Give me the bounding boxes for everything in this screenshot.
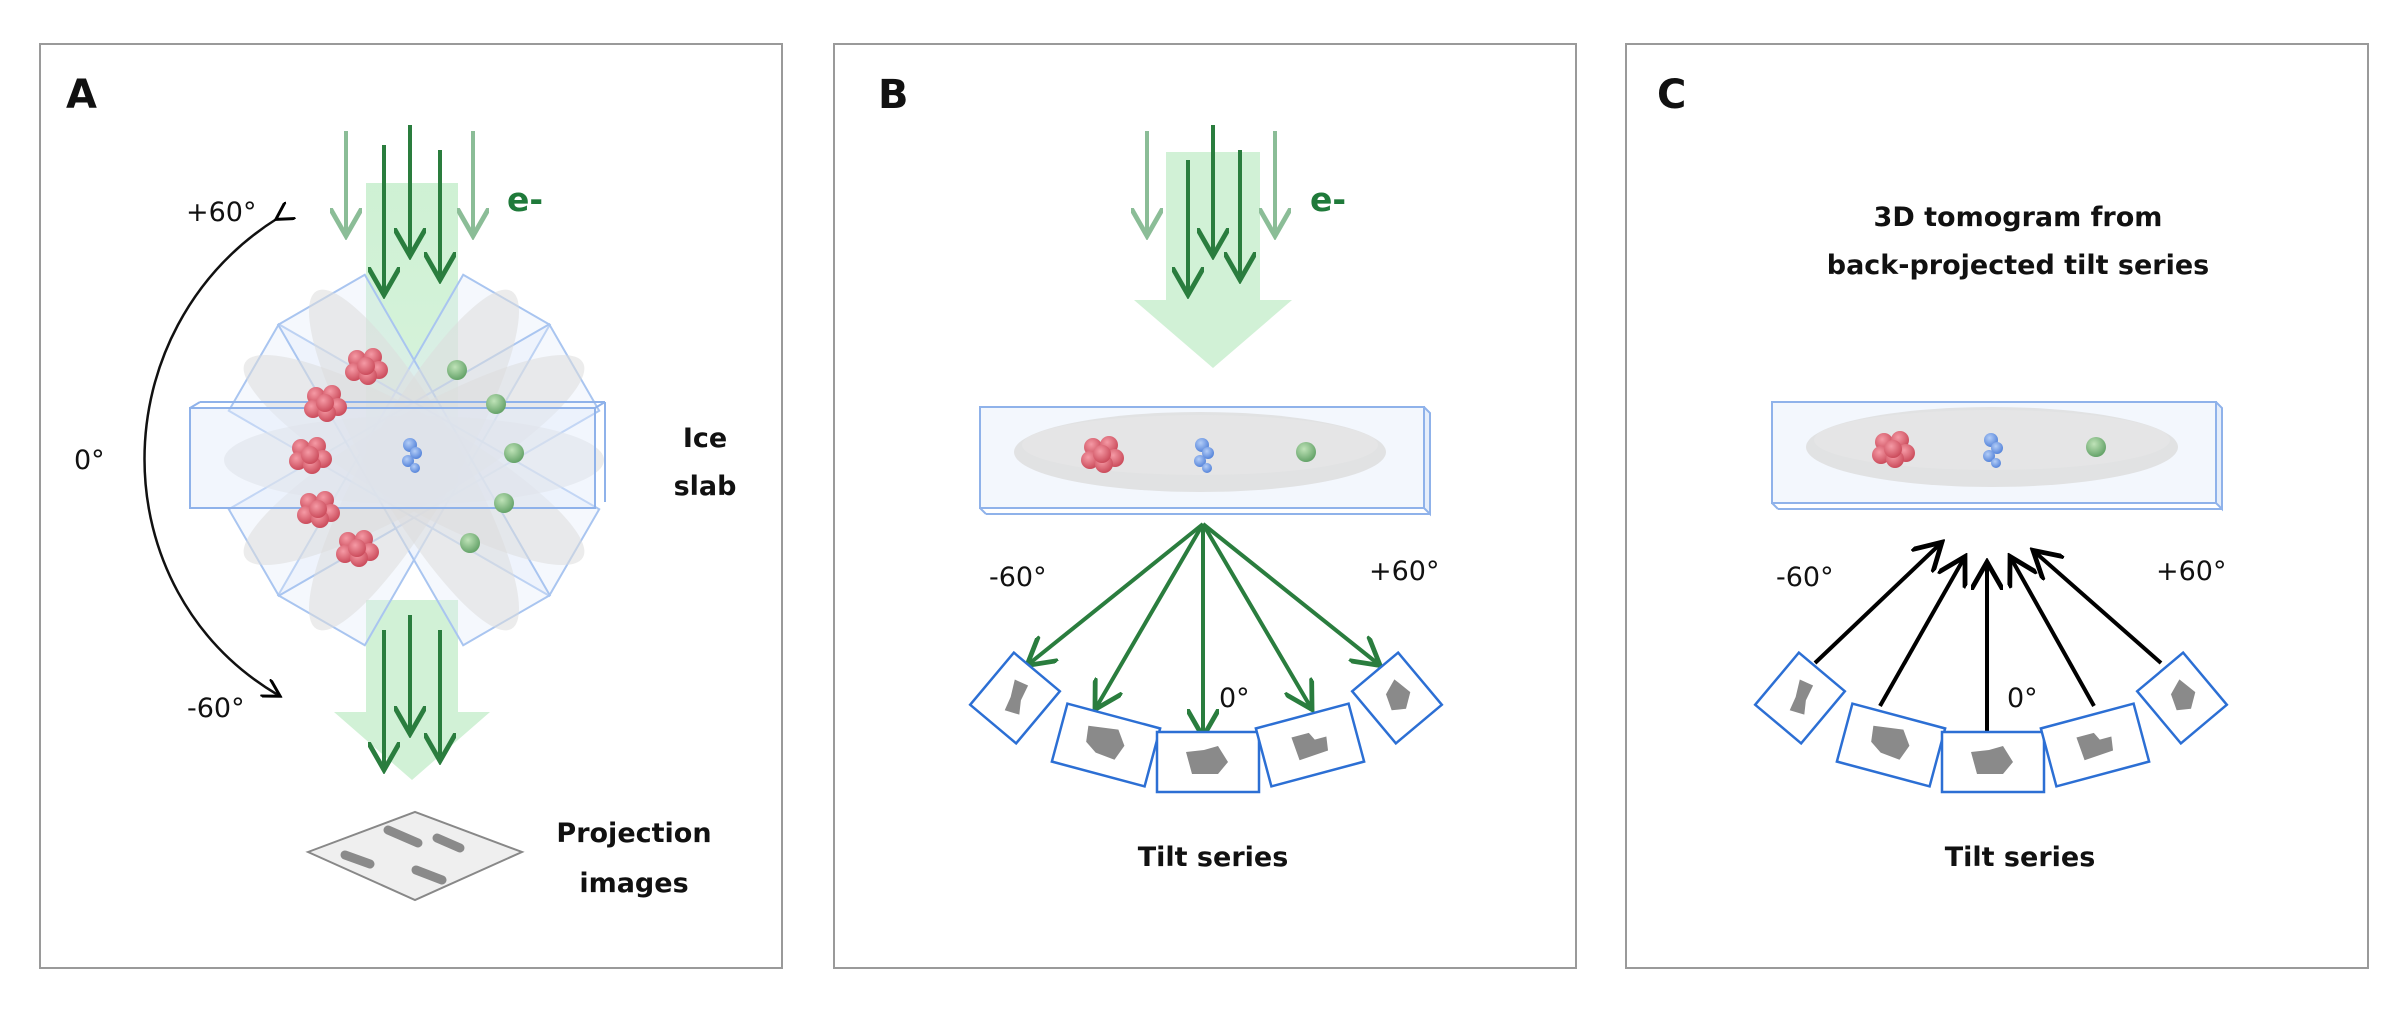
angle-zero-b: 0° [1219, 683, 1250, 714]
angle-zero-a: 0° [74, 445, 105, 476]
panel-c-frame [1625, 43, 2369, 969]
angle-plus-c: +60° [2156, 556, 2226, 587]
panel-b: B e- -60° +60° [833, 43, 1577, 969]
panel-c-title-line2: back-projected tilt series [1827, 250, 2209, 281]
panel-a: A [39, 43, 783, 969]
panel-a-letter: A [66, 72, 97, 118]
back-projection-rays-c [1813, 545, 2163, 733]
ice-label-line1: Ice [683, 423, 727, 454]
projection-label-line2: images [579, 868, 688, 899]
ice-slab-a [189, 401, 606, 509]
tilt-label-c: Tilt series [1945, 842, 2096, 873]
beam-arrows-a [346, 125, 473, 766]
tilt-rays-b [1030, 522, 1377, 733]
angle-minus-c: -60° [1776, 562, 1834, 593]
beam-glow-b [1134, 152, 1292, 368]
angle-minus-a: -60° [187, 693, 245, 724]
angle-minus-b: -60° [989, 562, 1047, 593]
angle-plus-a: +60° [186, 197, 256, 228]
rotation-arc [143, 218, 279, 695]
tilt-series-frames-b [968, 650, 1444, 794]
angle-plus-b: +60° [1369, 556, 1439, 587]
angle-zero-c: 0° [2007, 683, 2038, 714]
tilt-label-b: Tilt series [1138, 842, 1289, 873]
panel-c-title-line1: 3D tomogram from [1874, 202, 2163, 233]
projection-label-line1: Projection [556, 818, 711, 849]
ice-slab-b [979, 406, 1431, 517]
projection-image [305, 810, 525, 902]
beam-label-a: e- [507, 180, 543, 219]
ice-slab-c [1771, 401, 2223, 512]
tilt-series-frames-c [1753, 650, 2229, 794]
beam-arrows-b [1147, 125, 1275, 291]
particles-a [289, 348, 524, 567]
ice-label-line2: slab [674, 471, 737, 502]
panel-c: C 3D tomogram from back-projected tilt s… [1625, 43, 2369, 969]
panel-c-letter: C [1657, 72, 1686, 118]
beam-label-b: e- [1310, 180, 1346, 219]
panel-b-letter: B [878, 72, 909, 118]
